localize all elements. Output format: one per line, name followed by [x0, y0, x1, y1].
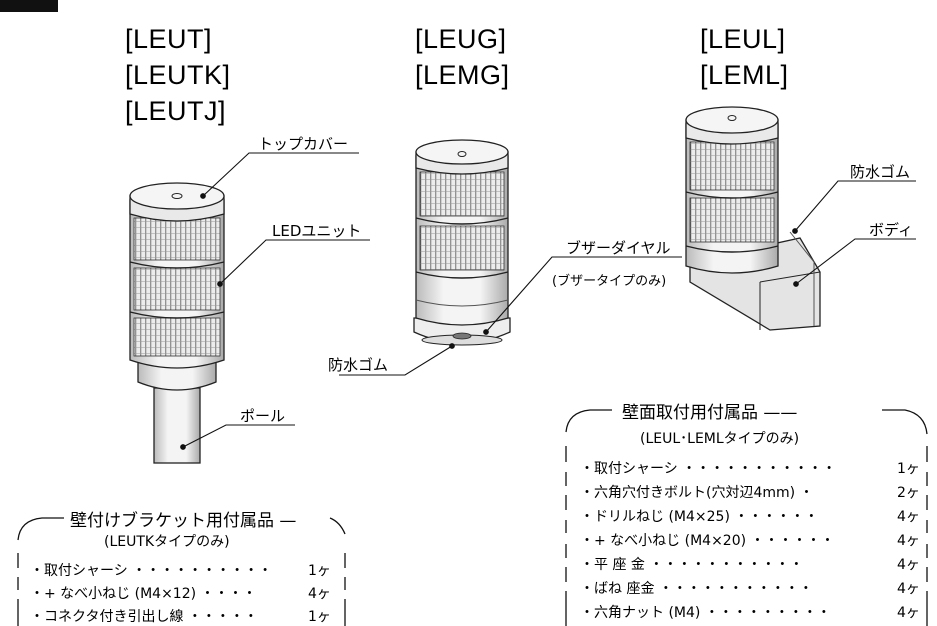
- label-buzzer-only: (ブザータイプのみ): [552, 274, 667, 289]
- bracket-item-qty: 1ヶ: [308, 609, 331, 625]
- wall-item-name: ばね 座金: [594, 581, 655, 597]
- label-waterproof-rubber-center: 防水ゴム: [328, 356, 389, 374]
- wall-item-qty: 4ヶ: [897, 605, 920, 621]
- wall-item-qty: 2ヶ: [897, 485, 920, 501]
- wall-item-name: ドリルねじ (M4×25): [594, 509, 730, 525]
- label-waterproof-rubber-right: 防水ゴム: [850, 163, 911, 181]
- wall-item-name: 平 座 金: [594, 557, 645, 573]
- bracket-item: ・コネクタ付き引出し線 ・・・・・: [30, 609, 258, 625]
- wall-item-qty: 4ヶ: [897, 533, 920, 549]
- wall-item-name: + なべ小ねじ (M4×20): [594, 533, 747, 549]
- model-leul: [LEUL]: [700, 24, 786, 54]
- bracket-box-subtitle: (LEUTKタイプのみ): [104, 534, 230, 550]
- label-pole: ポール: [240, 407, 286, 425]
- wall-item-name: 六角穴付きボルト(穴対辺4mm): [594, 485, 796, 501]
- model-lemg: [LEMG]: [415, 60, 510, 90]
- label-body: ボディ: [869, 221, 913, 239]
- label-led-unit: LEDユニット: [272, 222, 362, 240]
- model-leutj: [LEUTJ]: [125, 96, 227, 126]
- model-leug: [LEUG]: [415, 24, 507, 54]
- wall-item: ・六角穴付きボルト(穴対辺4mm) ・: [580, 485, 814, 501]
- wall-box-frame: [565, 409, 928, 626]
- wall-item: ・平 座 金 ・・・・・・・・・・・: [580, 557, 804, 573]
- wall-item-qty: 4ヶ: [897, 581, 920, 597]
- wall-item: ・+ なべ小ねじ (M4×20) ・・・・・・: [580, 533, 835, 549]
- pole-tower: [129, 182, 225, 464]
- wall-box-title-text: 壁面取付用付属品: [622, 403, 758, 423]
- wall-item: ・ばね 座金 ・・・・・・・・・・・: [580, 581, 813, 597]
- wall-item: ・取付シャーシ ・・・・・・・・・・・: [580, 461, 837, 477]
- bracket-box-title-text: 壁付けブラケット用付属品: [70, 511, 274, 531]
- wall-box-title: 壁面取付用付属品 ——: [618, 398, 802, 423]
- buzzer-tower: [413, 139, 511, 346]
- model-leut: [LEUT]: [125, 24, 213, 54]
- wall-item-name: 取付シャーシ: [594, 461, 678, 477]
- wall-item-qty: 1ヶ: [897, 461, 920, 477]
- bracket-item-name: + なべ小ねじ (M4×12): [44, 586, 197, 602]
- label-buzzer-dial: ブザーダイヤル: [566, 239, 671, 257]
- bracket-item: ・取付シャーシ ・・・・・・・・・・: [30, 563, 273, 579]
- bracket-item: ・+ なべ小ねじ (M4×12) ・・・・: [30, 586, 257, 602]
- wall-box-subtitle: (LEUL･LEMLタイプのみ): [640, 431, 800, 447]
- wall-item-qty: 4ヶ: [897, 557, 920, 573]
- model-leml: [LEML]: [700, 60, 789, 90]
- bracket-item-name: コネクタ付き引出し線: [44, 609, 184, 625]
- wall-item: ・ドリルねじ (M4×25) ・・・・・・: [580, 509, 819, 525]
- bracket-box-title: 壁付けブラケット用付属品 —: [66, 506, 301, 531]
- model-leutk: [LEUTK]: [125, 60, 231, 90]
- bracket-item-qty: 1ヶ: [308, 563, 331, 579]
- wall-tower: [685, 106, 821, 331]
- label-top-cover: トップカバー: [258, 135, 349, 153]
- wall-item: ・六角ナット (M4) ・・・・・・・・・: [580, 605, 831, 621]
- corner-tab: [0, 0, 58, 12]
- leader-lines: [180, 152, 916, 450]
- bracket-item-name: 取付シャーシ: [44, 563, 128, 579]
- bracket-box-frame: [17, 517, 346, 626]
- wall-item-name: 六角ナット (M4): [594, 605, 701, 621]
- wall-item-qty: 4ヶ: [897, 509, 920, 525]
- bracket-item-qty: 4ヶ: [308, 586, 331, 602]
